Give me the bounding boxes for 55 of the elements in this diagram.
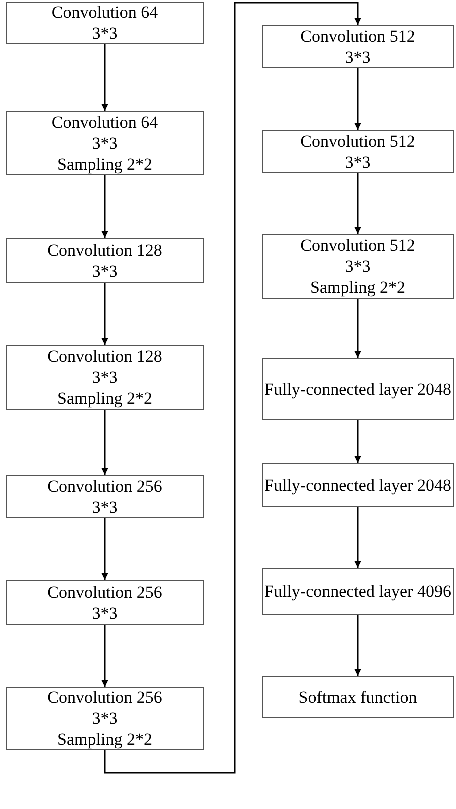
layer-label: Sampling 2*2 [310, 277, 406, 298]
arrow [354, 420, 362, 463]
arrow [354, 299, 362, 358]
arrow [102, 44, 108, 111]
layer-label: Convolution 128 [48, 240, 162, 260]
layer-label: Sampling 2*2 [58, 388, 152, 409]
layer-label: Sampling 2*2 [58, 729, 152, 750]
arrow [354, 68, 362, 130]
arrow [102, 518, 108, 580]
arrow [102, 283, 108, 345]
layer-box [262, 676, 454, 718]
layer-box [262, 358, 454, 420]
layer-box [6, 111, 204, 175]
layer-box [6, 687, 204, 750]
layer-label: Convolution 256 [48, 476, 162, 496]
layer-box [6, 238, 204, 283]
layer-box [262, 463, 454, 507]
layer-label: 3*3 [92, 708, 118, 729]
layer-box [6, 2, 204, 44]
arrow [102, 410, 108, 475]
layer-box [262, 568, 454, 615]
layer-label: Convolution 512 [300, 130, 416, 152]
layer-label: 3*3 [92, 367, 118, 388]
layer-box [6, 580, 204, 625]
layer-label: Convolution 64 [52, 112, 158, 132]
layer-label: Convolution 512 [300, 235, 416, 256]
layer-label: Convolution 512 [300, 26, 416, 46]
layer-box [6, 345, 204, 410]
arrow [102, 175, 108, 238]
layer-label: 3*3 [92, 132, 118, 154]
layer-box [262, 130, 454, 173]
arrow [102, 625, 108, 687]
layer-label: Fully-connected layer 2048 [264, 474, 452, 496]
layer-label: Fully-connected layer 2048 [264, 378, 452, 400]
layer-label: 3*3 [92, 23, 118, 44]
layer-label: Convolution 256 [48, 582, 162, 602]
layer-box [262, 25, 454, 68]
layer-box [262, 234, 454, 299]
layer-box [6, 475, 204, 518]
arrow [354, 615, 362, 676]
layer-label: 3*3 [92, 260, 118, 282]
layer-label: Sampling 2*2 [58, 154, 152, 174]
layer-label: 3*3 [92, 602, 118, 624]
layer-label: Convolution 128 [48, 346, 162, 367]
layer-label: 3*3 [345, 152, 371, 172]
layer-label: Fully-connected layer 4096 [264, 581, 452, 602]
layer-label: Convolution 256 [48, 687, 162, 708]
arrow [354, 507, 362, 568]
layer-label: 3*3 [92, 496, 118, 518]
arrow [104, 2, 362, 774]
arrow [354, 173, 362, 234]
layer-label: 3*3 [345, 46, 371, 68]
layer-label: Softmax function [298, 686, 418, 708]
layer-label: 3*3 [345, 256, 371, 277]
layer-label: Convolution 64 [52, 2, 158, 23]
